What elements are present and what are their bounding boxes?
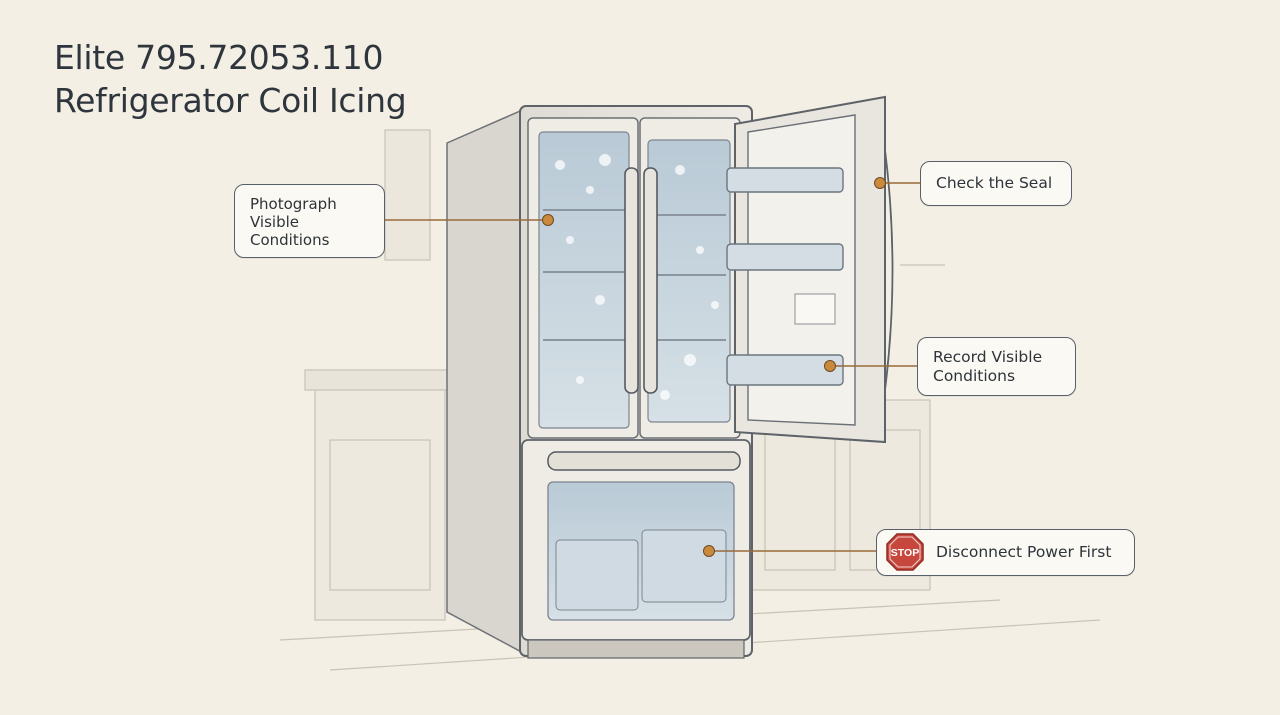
door-label-card xyxy=(794,293,836,325)
photograph-line-1: Photograph xyxy=(250,195,337,213)
title-line-2: Refrigerator Coil Icing xyxy=(54,81,407,120)
callout-disconnect-power-first: STOP Disconnect Power First xyxy=(876,529,1135,576)
record-line-2: Conditions xyxy=(933,367,1016,385)
record-line-1: Record Visible xyxy=(933,348,1043,366)
frost-specks xyxy=(555,154,719,400)
freezer-handle xyxy=(547,451,741,471)
power-label: Disconnect Power First xyxy=(936,543,1112,561)
right-compartment-iced xyxy=(647,139,731,423)
stop-sign-icon: STOP xyxy=(886,533,924,571)
leader-dots xyxy=(542,177,886,557)
diagram-title: Elite 795.72053.110 Refrigerator Coil Ic… xyxy=(54,36,407,122)
callout-photograph-visible-conditions: Photograph Visible Conditions xyxy=(234,184,385,258)
right-door-handle xyxy=(643,167,658,394)
left-compartment-iced xyxy=(538,131,630,429)
stop-sign-text: STOP xyxy=(891,547,919,559)
door-bin-bottom xyxy=(726,354,844,386)
door-bin-middle xyxy=(726,243,844,271)
callout-record-visible-conditions: Record Visible Conditions xyxy=(917,337,1076,396)
title-line-1: Elite 795.72053.110 xyxy=(54,38,384,77)
seal-label: Check the Seal xyxy=(936,174,1053,192)
door-bin-top xyxy=(726,167,844,193)
photograph-line-3: Conditions xyxy=(250,231,330,249)
left-door-handle xyxy=(624,167,639,394)
interior-shelves xyxy=(543,209,726,341)
leader-lines xyxy=(383,182,920,552)
fridge-side-panel xyxy=(446,106,528,657)
photograph-line-2: Visible xyxy=(250,213,299,231)
callout-check-the-seal: Check the Seal xyxy=(920,161,1072,206)
